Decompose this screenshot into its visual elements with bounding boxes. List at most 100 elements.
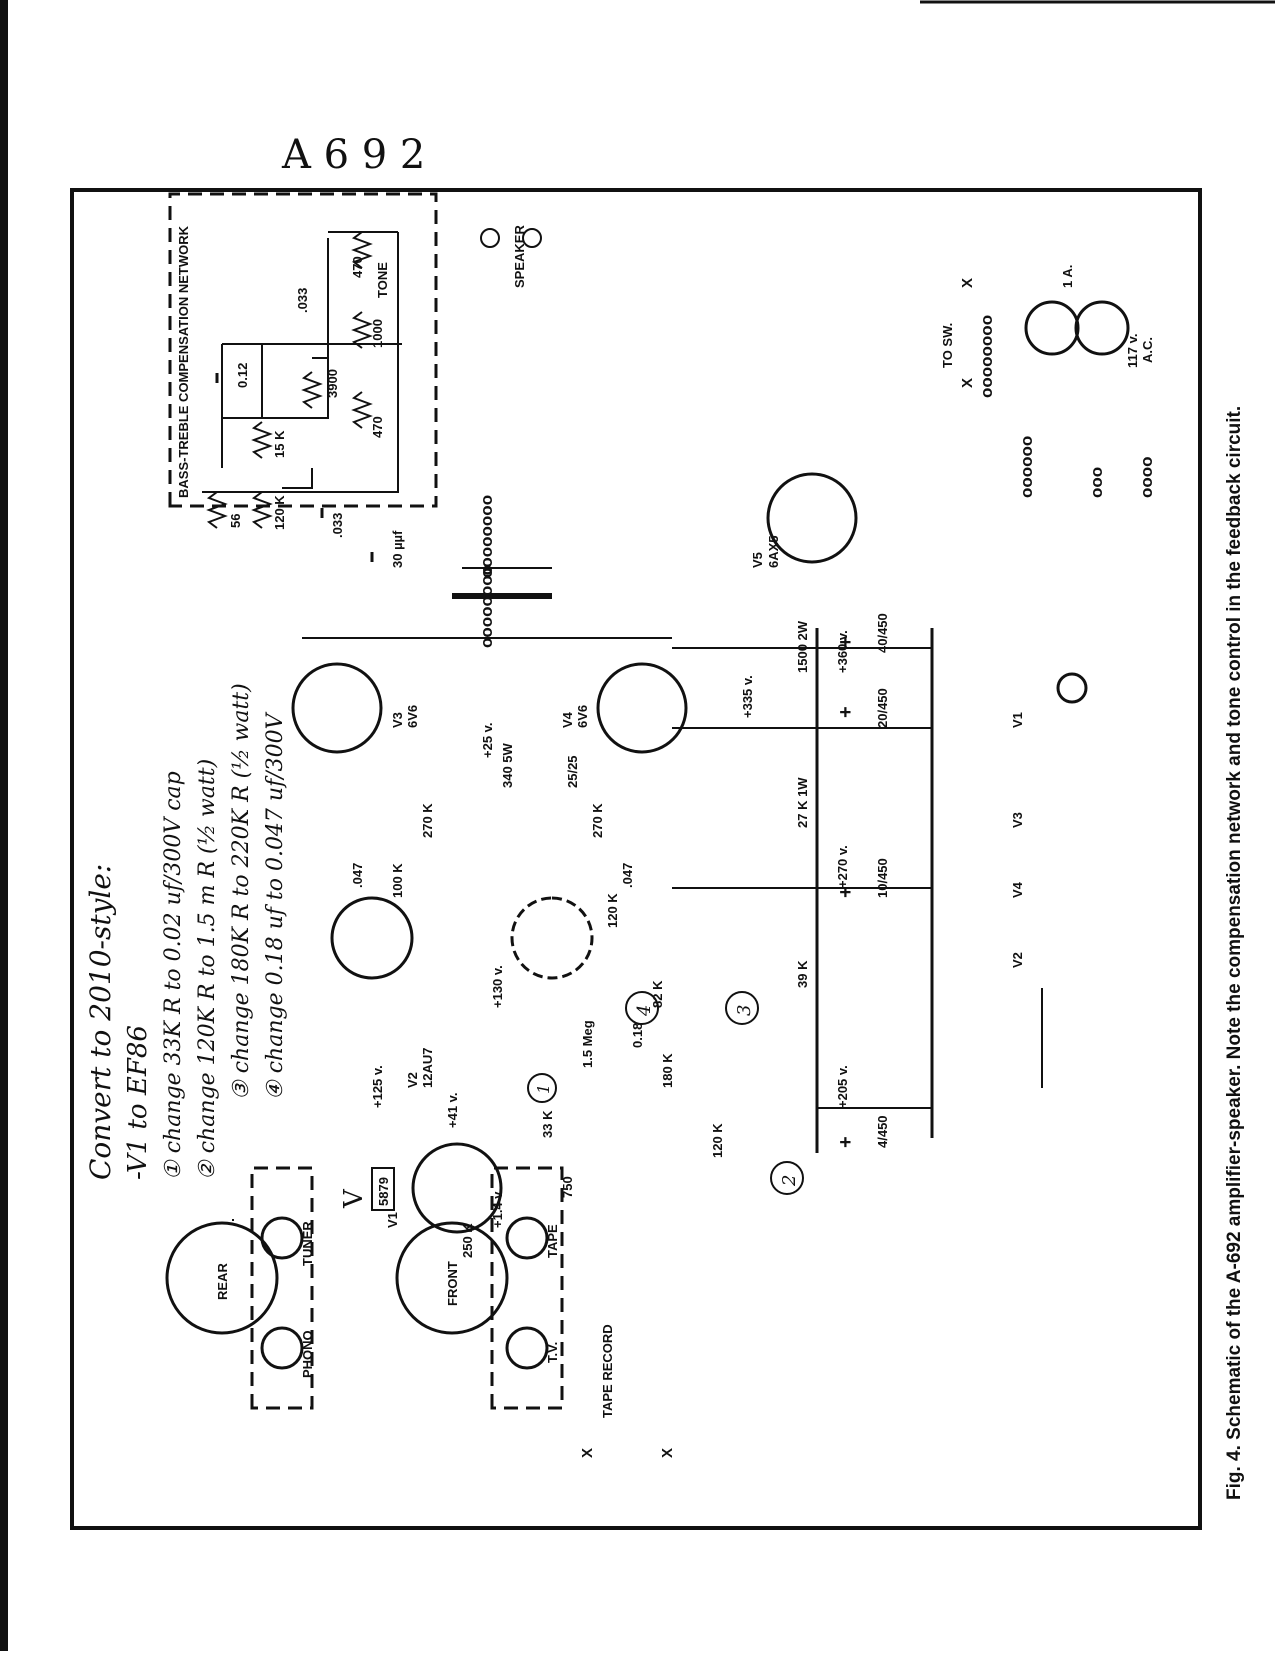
resistor-470a <box>351 231 373 269</box>
label-v14: +1.4 v. <box>490 1189 505 1228</box>
label-100k: 100 K <box>390 863 405 898</box>
tube-v4 <box>596 662 688 754</box>
schematic-rotated: BASS-TREBLE COMPENSATION NETWORK 470 100… <box>165 192 1156 1458</box>
tube-v5 <box>766 472 858 564</box>
label-v270: +270 v. <box>835 845 850 888</box>
note-line-2: ① change 33K R to 0.02 uf/300V cap <box>161 771 186 1180</box>
label-tone: TONE <box>375 262 390 298</box>
label-117: 117 v. <box>1125 334 1140 368</box>
label-39k: 39 K <box>795 960 810 988</box>
label-v130: +130 v. <box>490 965 505 1008</box>
heater-v2: V2 <box>1010 952 1025 968</box>
network-wire-3 <box>221 344 263 468</box>
plus-2: + <box>835 706 857 718</box>
figure-caption: Fig. 4. Schematic of the A-692 amplifier… <box>1224 406 1245 1500</box>
ot-secondary-coil: oooooooo <box>477 495 496 578</box>
label-1500: 1500 2W <box>795 620 810 673</box>
label-012: 0.12 <box>235 363 250 388</box>
heater-v1: V1 <box>1010 712 1025 728</box>
label-180k: 180 K <box>660 1053 675 1088</box>
tube-v2b <box>510 896 594 980</box>
hand-mark-4: 4 <box>634 1005 655 1017</box>
tv-jack <box>505 1326 549 1370</box>
label-v125: +125 v. <box>370 1065 385 1108</box>
label-front: FRONT <box>445 1261 460 1306</box>
x-mark-4: X <box>659 1448 676 1458</box>
label-v360: +360 v. <box>835 630 850 673</box>
label-v5: V5 <box>750 552 765 568</box>
heater-v4: V4 <box>1010 881 1025 898</box>
tuner-jack <box>260 1216 304 1260</box>
speaker-terminal-b <box>522 228 542 248</box>
label-taperecord: TAPE RECORD <box>600 1324 615 1418</box>
label-270b: 270 K <box>590 803 605 838</box>
label-phono: PHONO <box>300 1330 315 1378</box>
pt-coil-c: oooo <box>1137 456 1156 498</box>
v1-type-box <box>371 1167 395 1211</box>
phono-tuner-box <box>250 1166 314 1410</box>
ac-plug-b <box>1074 300 1130 356</box>
label-ac: A.C. <box>1140 337 1155 363</box>
hand-mark-3: 3 <box>734 1005 755 1016</box>
label-v2: V2 <box>405 1072 420 1088</box>
note-line-5: ④ change 0.18 uf to 0.047 uf/300V <box>263 711 288 1100</box>
resistor-120k-net <box>251 491 273 529</box>
label-c2040: 20/450 <box>875 688 890 728</box>
network-wire-4 <box>222 231 402 345</box>
label-tv: T.V. <box>545 1342 560 1363</box>
label-tosw: TO SW. <box>940 323 955 368</box>
label-v4-type: 6V6 <box>575 705 590 728</box>
resistor-470b <box>351 391 373 429</box>
hand-circle-2 <box>770 1161 804 1195</box>
scan-edge <box>0 0 8 1651</box>
plus-3: + <box>835 886 857 898</box>
note-line-3: ② change 120K R to 1.5 m R (½ watt) <box>195 759 220 1180</box>
hand-mark-v: V <box>339 1188 369 1209</box>
ac-plug-a <box>1024 300 1080 356</box>
label-470a: 470 <box>350 256 365 278</box>
label-c047a: .047 <box>350 863 365 888</box>
label-120kb: 120 K <box>710 1123 725 1158</box>
label-2525: 25/25 <box>565 755 580 788</box>
note-line-4: ③ change 180K R to 220K R (½ watt) <box>229 683 254 1100</box>
label-33k: 33 K <box>540 1110 555 1138</box>
label-v205: +205 v. <box>835 1065 850 1108</box>
label-250k: 250 K <box>460 1223 475 1258</box>
pilot-lamp <box>1056 672 1088 704</box>
label-c4040: 40/450 <box>875 613 890 653</box>
note-title: Convert to 2010-style: <box>84 864 117 1180</box>
ot-primary-wires <box>302 637 1043 1088</box>
label-270a: 270 K <box>420 803 435 838</box>
network-wire-1 <box>202 232 399 493</box>
label-c30: 30 µµf <box>390 530 405 568</box>
label-018: 0.18 <box>630 1023 645 1048</box>
tube-v1 <box>411 1142 503 1234</box>
tape-jack <box>505 1216 549 1260</box>
label-c440: 4/450 <box>875 1115 890 1148</box>
ot-primary-coil: oooooooo <box>477 565 496 648</box>
label-v1-type: 5879 <box>376 1177 391 1206</box>
label-15meg: 1.5 Meg <box>580 1020 595 1068</box>
hand-circle-4 <box>625 991 659 1025</box>
resistor-56 <box>206 491 228 529</box>
label-470b: 470 <box>370 416 385 438</box>
label-3900: 3900 <box>325 369 340 398</box>
label-v25: +25 v. <box>480 722 495 758</box>
label-120kc: 120 K <box>605 893 620 928</box>
pt-coil-b: ooo <box>1087 467 1106 498</box>
label-c047b: .047 <box>620 863 635 888</box>
plus-4: + <box>835 1136 857 1148</box>
network-label: BASS-TREBLE COMPENSATION NETWORK <box>176 225 191 498</box>
filter-cap-leads <box>672 647 932 1109</box>
label-56: 56 <box>228 514 243 528</box>
label-tuner: TUNER <box>300 1221 315 1266</box>
resistor-15k <box>251 421 273 459</box>
schematic-frame <box>70 188 1202 1530</box>
pt-coil-a: oooooo <box>1017 436 1036 498</box>
speaker-terminal-a <box>480 228 500 248</box>
label-340: 340 5W <box>500 742 515 788</box>
hand-mark-2: 2 <box>779 1175 800 1187</box>
hand-mark-1: 1 <box>534 1084 553 1094</box>
label-v2-type: 12AU7 <box>420 1048 435 1088</box>
